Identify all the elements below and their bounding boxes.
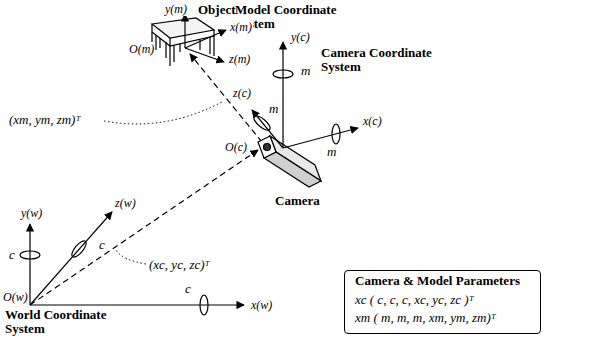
rotation-label: m bbox=[268, 102, 279, 116]
rotation-label: c bbox=[184, 282, 192, 296]
box-heading: Camera & Model Parameters bbox=[351, 273, 524, 289]
rotation-label: m bbox=[300, 64, 311, 78]
axis-label: y(c) bbox=[290, 30, 311, 44]
camera-symbol bbox=[258, 136, 321, 187]
model-position-vector bbox=[190, 54, 262, 142]
camera-position-vector bbox=[30, 150, 258, 305]
vector-label: (xc, yc, zc)ᵀ bbox=[148, 258, 211, 272]
table-object bbox=[152, 18, 214, 66]
parameter-row: xm ( m, m, m, xm, ym, zm)ᵀ bbox=[355, 309, 530, 327]
camera-label: Camera bbox=[274, 194, 321, 208]
rotation-label: m bbox=[326, 145, 337, 159]
vector-label: (xm, ym, zm)ᵀ bbox=[8, 113, 81, 127]
system-title: World Coordinate System bbox=[4, 308, 124, 336]
rotation-label: c bbox=[8, 248, 16, 262]
axis-label: z(c) bbox=[232, 86, 252, 100]
axis-label: y(w) bbox=[20, 206, 43, 220]
axis-label: y(m) bbox=[164, 2, 188, 16]
axis-label: x(c) bbox=[362, 114, 383, 128]
parameter-box: Camera & Model Parameters xc ( c, c, c, x… bbox=[344, 270, 541, 334]
axis-label: x(m) bbox=[229, 20, 253, 34]
system-title: Camera Coordinate System bbox=[320, 46, 440, 74]
axis-label: x(w) bbox=[250, 298, 273, 312]
origin-label: O(c) bbox=[224, 140, 248, 154]
origin-label: O(w) bbox=[2, 290, 29, 304]
leader-line bbox=[116, 250, 146, 264]
origin-label: O(m) bbox=[128, 42, 155, 56]
axis-label: z(w) bbox=[114, 196, 137, 210]
world-axes bbox=[20, 212, 244, 315]
axis-label: z(m) bbox=[228, 52, 251, 66]
object-label: Object bbox=[197, 3, 237, 17]
leader-line bbox=[104, 102, 222, 124]
parameter-row: xc ( c, c, c, xc, yc, zc )ᵀ bbox=[355, 291, 530, 309]
rotation-label: c bbox=[98, 238, 106, 252]
